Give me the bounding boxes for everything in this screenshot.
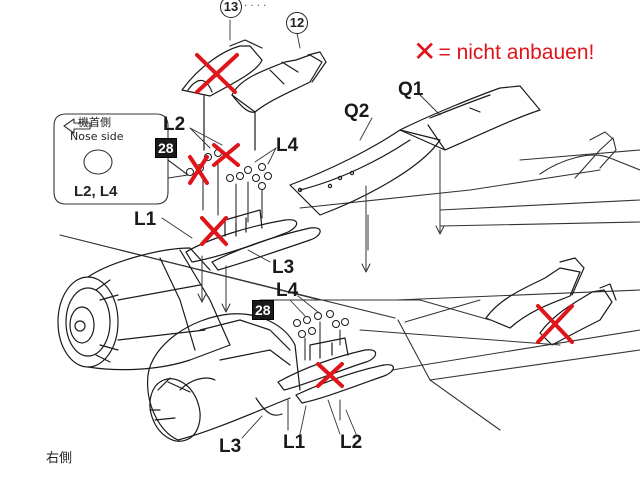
reject-cross-l1-upper <box>200 216 228 246</box>
legend: ✕ = nicht anbauen! <box>413 38 594 66</box>
badge-lower: 28 <box>252 300 274 320</box>
right-tanks <box>485 257 617 346</box>
reject-cross-right-tank <box>536 304 574 344</box>
assembly-arrows <box>197 149 561 431</box>
reject-marks <box>188 53 574 388</box>
label-q1: Q1 <box>398 79 424 100</box>
reject-cross-l2-lower <box>316 362 344 388</box>
badge-upper: 28 <box>155 138 177 158</box>
nose-side-inset <box>53 113 189 205</box>
top-cut-text: · · · · · · · <box>225 1 267 12</box>
left-engine <box>57 247 231 371</box>
reject-mark-icon: ✕ <box>413 35 437 68</box>
inset-nose-side-jp: 機首側 <box>78 116 111 129</box>
label-q2: Q2 <box>344 101 370 122</box>
legend-text: = nicht anbauen! <box>438 40 595 64</box>
inset-parts-label: L2, L4 <box>74 183 118 200</box>
label-l1-upper: L1 <box>134 209 157 230</box>
upper-bolts <box>186 149 272 226</box>
inset-nose-side-en: Nose side <box>70 130 124 143</box>
reject-cross-inset-bolt <box>188 155 209 185</box>
q1-panel <box>399 85 541 151</box>
label-l3-upper: L3 <box>272 257 295 278</box>
aircraft-outline <box>59 131 640 431</box>
reject-cross-l2-upper <box>212 143 240 167</box>
label-l4-upper: L4 <box>276 135 299 156</box>
q2-panel <box>289 129 441 216</box>
label-l2-upper: L2 <box>163 114 186 135</box>
reject-cross-top-tank <box>195 53 239 94</box>
right-engine <box>147 313 301 442</box>
label-l1-lower: L1 <box>283 432 306 453</box>
part-number-top: 13 <box>220 0 242 18</box>
label-l2-lower: L2 <box>340 432 363 453</box>
upper-pylons <box>185 209 321 271</box>
top-tanks <box>181 39 327 151</box>
lower-bolts <box>293 310 349 361</box>
label-l3-lower: L3 <box>219 436 242 457</box>
side-label: 右側 <box>46 451 73 466</box>
part-number-second: 12 <box>286 12 308 34</box>
label-l4-lower: L4 <box>276 280 299 301</box>
